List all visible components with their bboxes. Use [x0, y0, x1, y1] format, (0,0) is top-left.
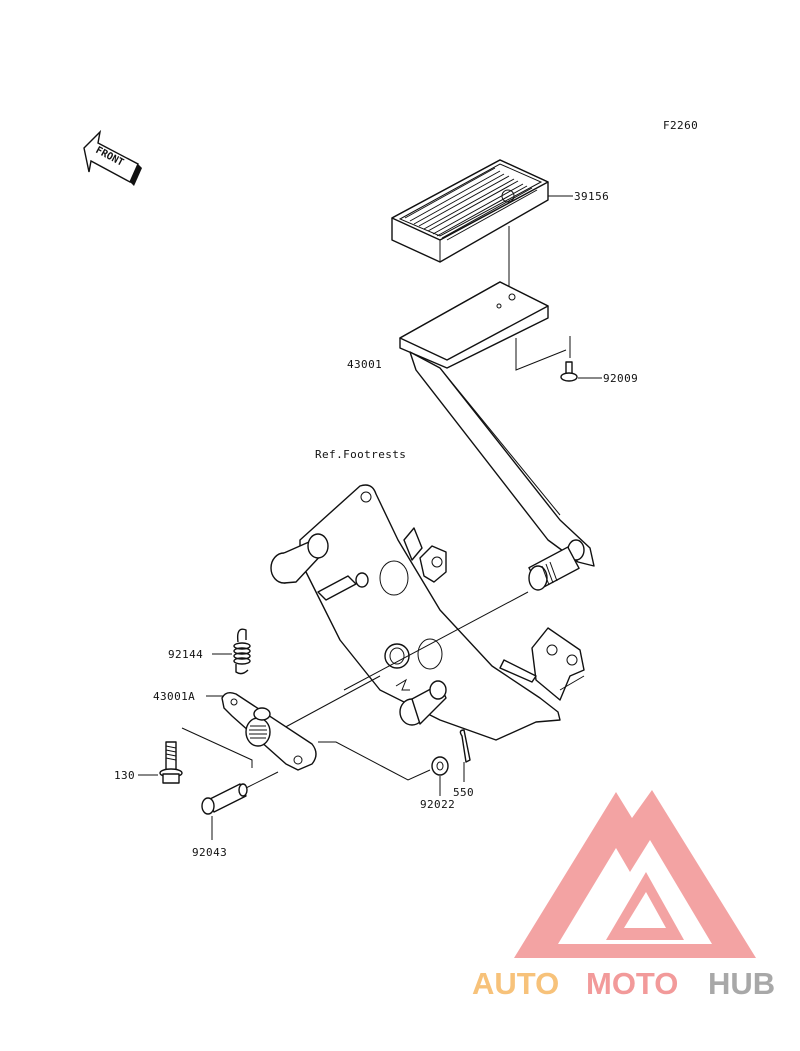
- pedal-pad: [391, 159, 549, 263]
- clevis-pin: [201, 783, 248, 815]
- figure-code: F2260: [663, 119, 698, 132]
- washer-leader-line: [318, 741, 431, 781]
- footrest-bracket: [270, 484, 585, 741]
- callout-92022: 92022: [420, 798, 455, 811]
- shaft-axis-line: [343, 591, 529, 691]
- return-spring: [233, 628, 251, 675]
- screw: [560, 361, 578, 382]
- callout-92043: 92043: [192, 846, 227, 859]
- callout-130: 130: [114, 769, 135, 782]
- callout-550: 550: [453, 786, 474, 799]
- pedal-shaft: [528, 539, 585, 591]
- brake-lever: [221, 691, 317, 771]
- callout-39156: 39156: [574, 190, 609, 203]
- watermark-word-3: HUB: [708, 966, 775, 1001]
- pin-axis-line: [245, 771, 279, 789]
- watermark-word-2: MOTO: [586, 966, 678, 1001]
- washer: [431, 756, 449, 776]
- callout-43001: 43001: [347, 358, 382, 371]
- callout-92009: 92009: [603, 372, 638, 385]
- watermark-logo: [514, 790, 756, 958]
- screw-bracket: [515, 338, 567, 371]
- bolt-bracket-line: [181, 727, 253, 768]
- cotter-pin: [459, 729, 471, 763]
- callout-92144: 92144: [168, 648, 203, 661]
- flange-bolt: [159, 741, 183, 784]
- lever-axis-line: [279, 675, 381, 731]
- ref-footrests-label: Ref.Footrests: [315, 448, 406, 461]
- callout-43001a: 43001A: [153, 690, 195, 703]
- watermark-word-1: AUTO: [472, 966, 559, 1001]
- watermark-wordmark: AUTO MOTO HUB: [472, 966, 775, 1001]
- brake-pedal: [399, 281, 595, 591]
- front-arrow-icon: FRONT: [83, 129, 142, 186]
